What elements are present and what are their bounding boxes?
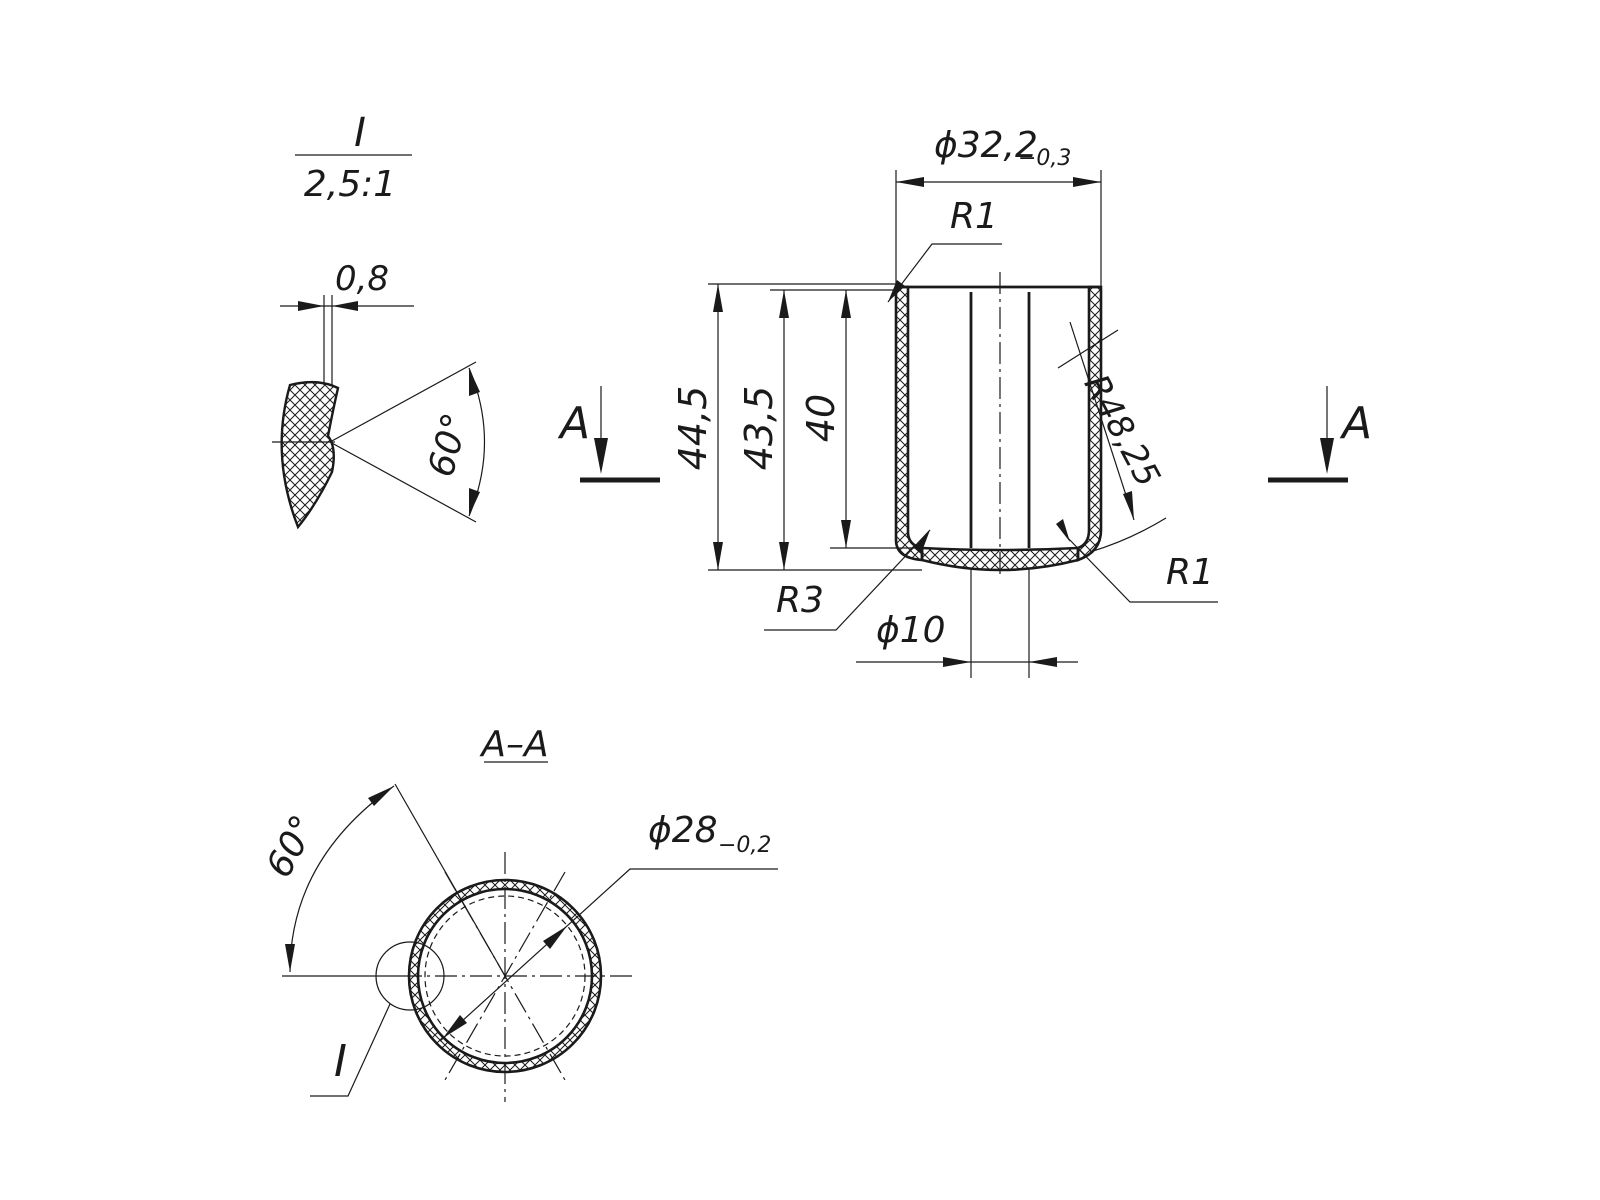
hole-arrow-right [1029,657,1057,667]
section-marker-left-arrow [594,438,608,474]
height-depth-arrow-top [841,290,851,318]
detail-callout-circle [375,941,445,1011]
section-angle-arrow-bottom [285,944,295,972]
r48-arc [1089,517,1167,553]
r3-arrow [914,530,930,554]
front-view: ϕ32,2 −0,3 R1 44,5 43,5 40 R48,25 R1 [557,125,1372,678]
r48-arrow [1123,491,1134,520]
r48-leader [1069,321,1135,521]
section-view: A–A 60° ϕ28 −0,2 I [259,724,778,1102]
section-marker-left: A [557,386,660,483]
section-dia-leader [439,868,778,1042]
detail-view: I 2,5:1 0,8 60° [272,110,486,530]
detail-title: I [354,110,366,156]
r1-top-leader [887,243,1002,303]
r1-bottom-arrow [1056,519,1070,542]
section-dim-diameter-tol: −0,2 [718,833,771,858]
detail-angle-arrow-top [469,368,480,396]
dim-outer-diameter-tol: −0,3 [1018,146,1071,171]
dim-bottom-radius-right: R1 [1166,552,1214,593]
section-dia-arrow-lower [443,1015,467,1038]
detail-callout-leader [310,1003,391,1097]
dim-bottom-radius-left: R3 [776,580,824,621]
height-inner-arrow-bottom [779,542,789,570]
section-dim-diameter: ϕ28 [648,810,718,851]
section-label-left: A [557,398,590,449]
dim-top-radius: R1 [950,196,998,237]
section-dia-arrow-upper [543,926,567,949]
height-depth-arrow-bottom [841,520,851,548]
dim-outer-diameter: ϕ32,2 [934,125,1038,166]
dia-arrow-right [1073,177,1101,187]
dim-hole-diameter: ϕ10 [876,610,946,651]
dim-height-depth: 40 [799,394,843,442]
front-left-wall [894,285,924,562]
hole-arrow-left [943,657,971,667]
detail-arrow-left [298,301,324,311]
detail-angle-arrow-bottom [469,488,480,516]
detail-arrow-right [332,301,358,311]
dia-arrow-left [896,177,924,187]
section-view-title: A–A [479,724,548,765]
r1-bottom-leader [1065,535,1218,603]
dim-height-total: 44,5 [671,386,715,471]
r3-leader [764,529,931,631]
detail-angle-leg-top [329,361,477,443]
r48-center-mark [1057,329,1119,369]
height-inner-arrow-top [779,290,789,318]
dim-height-inner: 43,5 [737,386,781,471]
section-marker-right: A [1268,386,1372,483]
section-angle-arc [289,785,395,973]
r1-top-arrow [888,280,905,302]
detail-callout-label: I [334,1036,347,1087]
detail-angle-leg-bottom [329,441,477,523]
detail-wall-section [280,380,340,530]
section-dim-angle: 60° [259,809,325,885]
height-total-arrow-bottom [713,542,723,570]
detail-scale: 2,5:1 [304,164,396,205]
section-angle-arrow-top [368,786,394,806]
detail-dim-angle: 60° [421,409,477,481]
detail-dim-thickness: 0,8 [335,259,389,299]
section-marker-right-arrow [1320,438,1334,474]
section-label-right: A [1339,398,1372,449]
height-total-arrow-top [713,284,723,312]
section-angle-leg [394,783,506,977]
